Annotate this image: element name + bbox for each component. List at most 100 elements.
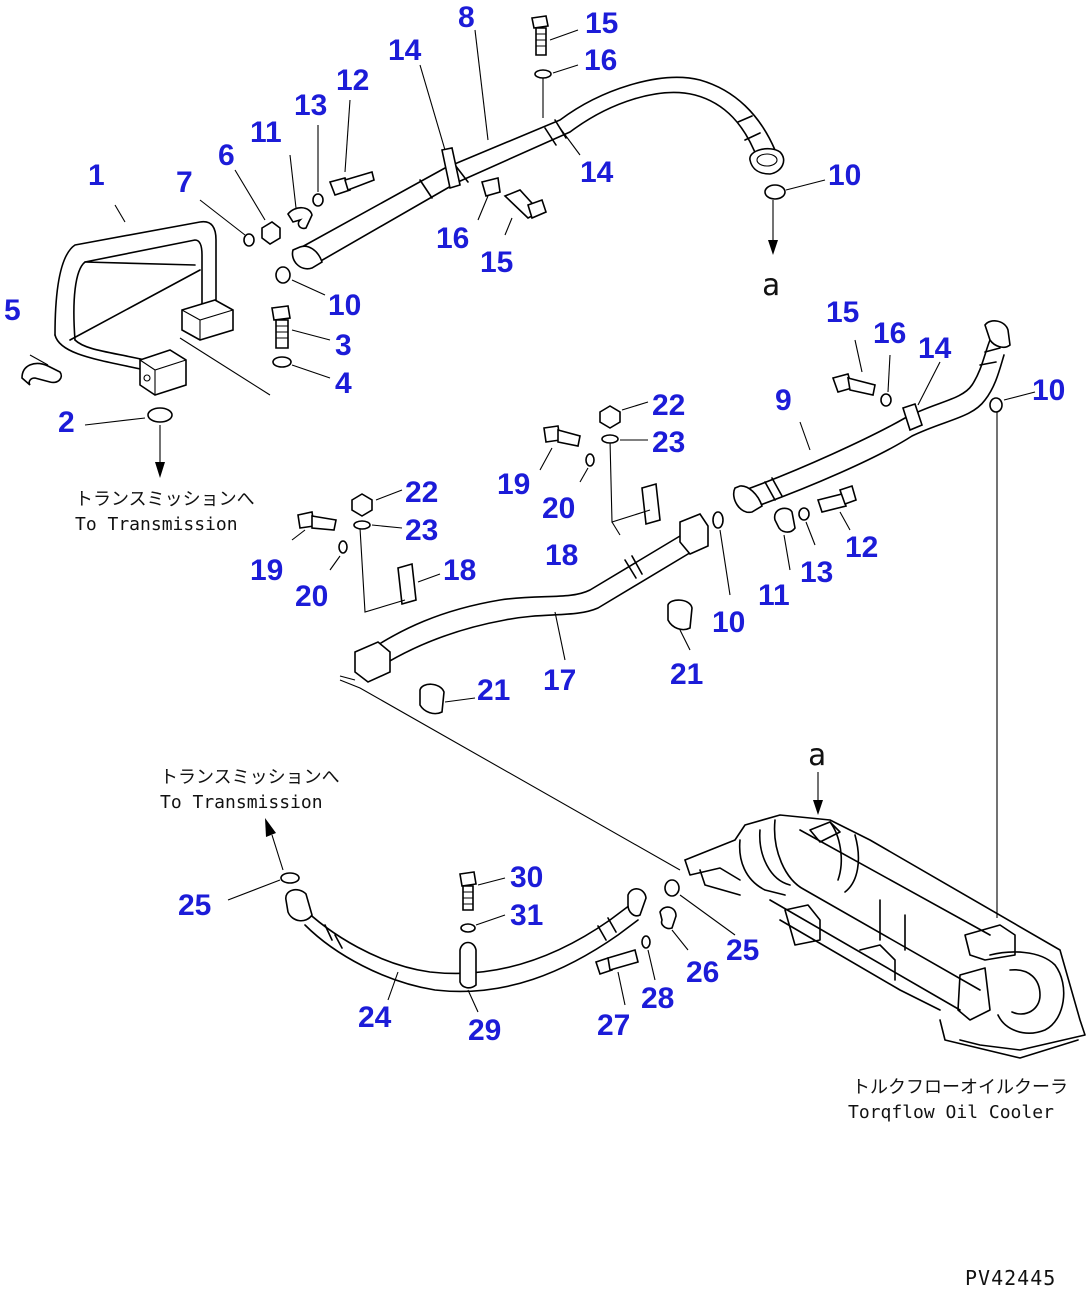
clip-26 [659, 906, 677, 930]
clamp-21-mid [667, 599, 693, 631]
nut-22-left [351, 493, 373, 517]
callout-2: 2 [58, 406, 75, 439]
callout-29: 29 [468, 1014, 501, 1047]
connection-mark-lower: a [808, 738, 826, 773]
callout-15-right: 15 [826, 296, 859, 329]
leader-14-upper [419, 64, 446, 151]
callout-18-left: 18 [443, 554, 476, 587]
gasket-25-left [280, 872, 300, 884]
leader-13-right [805, 521, 816, 546]
leader-21-left [444, 697, 476, 703]
leader-19-right [539, 447, 553, 471]
gasket-2 [147, 407, 173, 423]
callout-10-upper-left: 10 [328, 289, 361, 322]
callout-20-right: 20 [542, 492, 575, 525]
annotation-notes: トランスミッションへ To Transmission トランスミッションへ To… [75, 268, 1068, 1290]
leader-12-right [839, 511, 851, 531]
note-to-transmission-1-ja: トランスミッションへ [75, 489, 255, 510]
leader-20-left [329, 555, 341, 571]
note-to-transmission-2-ja: トランスミッションへ [160, 767, 340, 788]
callout-13-upper: 13 [294, 89, 327, 122]
callout-9: 9 [775, 384, 792, 417]
callout-16-right: 16 [873, 317, 906, 350]
leader-29 [467, 989, 479, 1013]
washer-23-left [353, 520, 371, 530]
leader-10-right [1003, 391, 1036, 401]
callout-19-left: 19 [250, 554, 283, 587]
flange-block-upper [181, 299, 234, 341]
callout-23-right: 23 [652, 426, 685, 459]
clamp-14-right [901, 402, 923, 432]
leader-28 [647, 949, 656, 981]
washer-20-left [338, 540, 348, 554]
bolt-30 [459, 871, 477, 911]
leader-25-left [227, 879, 281, 901]
callout-10-upper-right: 10 [828, 159, 861, 192]
leader-17 [554, 611, 566, 661]
leader-16-right [887, 354, 891, 393]
arrow-head-a-upper [768, 240, 778, 255]
o-ring-10-right [989, 397, 1003, 413]
callout-14-upper-left: 14 [388, 34, 422, 67]
bolt-27 [594, 948, 639, 976]
leader-9 [799, 421, 811, 451]
leader-25-right [679, 894, 736, 936]
nut-22-right [599, 405, 621, 429]
washer-16-right [880, 393, 892, 407]
callout-13-right: 13 [800, 556, 833, 589]
callout-24: 24 [358, 1001, 392, 1034]
bolt-3 [271, 305, 291, 349]
leader-11-right [783, 534, 791, 571]
o-ring-7 [243, 233, 255, 247]
callout-19-right: 19 [497, 468, 530, 501]
pipe-1 [54, 220, 217, 371]
leader-22-left [375, 489, 403, 501]
washer-16-top [534, 69, 552, 79]
bolt-19-left [297, 511, 337, 531]
leader-1 [114, 204, 126, 223]
leader-6 [234, 169, 266, 221]
callout-labels: 1 2 3 4 5 6 7 8 9 10 10 10 10 11 11 12 1… [4, 1, 1065, 1047]
leader-11 [289, 154, 297, 209]
clamp-21-left [419, 683, 445, 715]
callout-25-right: 25 [726, 934, 759, 967]
callout-16-top: 16 [584, 44, 617, 77]
bolt-15-mid [503, 189, 547, 220]
pipe-9 [733, 320, 1011, 514]
leader-27 [617, 971, 626, 1006]
clip-11 [287, 206, 313, 230]
leader-24 [387, 971, 399, 1001]
torqflow-oil-cooler [684, 814, 1086, 1059]
note-cooler-en: Torqflow Oil Cooler [848, 1102, 1054, 1123]
bolt-15-right [831, 373, 876, 396]
callout-28: 28 [641, 982, 674, 1015]
leader-15-mid [504, 217, 513, 236]
pipe-17 [354, 513, 709, 683]
callout-10-mid: 10 [712, 606, 745, 639]
leader-23-left [371, 524, 403, 529]
connection-mark-upper: a [762, 268, 780, 303]
elbow-fitting-5 [21, 362, 63, 386]
o-ring-10-upper-right [764, 184, 786, 200]
leader-18-right [611, 521, 621, 536]
pipe-8 [291, 76, 785, 270]
o-ring-10-mid [712, 511, 724, 529]
callout-14-right: 14 [918, 332, 952, 365]
washer-20-right [585, 453, 595, 467]
washer-23-right [601, 434, 619, 444]
arrow-line-transmission-2 [271, 834, 284, 871]
callout-12-upper: 12 [336, 64, 369, 97]
callout-31: 31 [510, 899, 543, 932]
callout-3: 3 [335, 329, 352, 362]
callout-4: 4 [335, 367, 352, 400]
leader-14-right [917, 361, 941, 406]
callout-5: 5 [4, 294, 21, 327]
callout-12-right: 12 [845, 531, 878, 564]
note-to-transmission-1-en: To Transmission [75, 514, 238, 535]
callout-11-right: 11 [758, 579, 790, 612]
nut-6 [261, 221, 281, 245]
leader-16-mid [477, 195, 489, 221]
callout-25-left: 25 [178, 889, 211, 922]
